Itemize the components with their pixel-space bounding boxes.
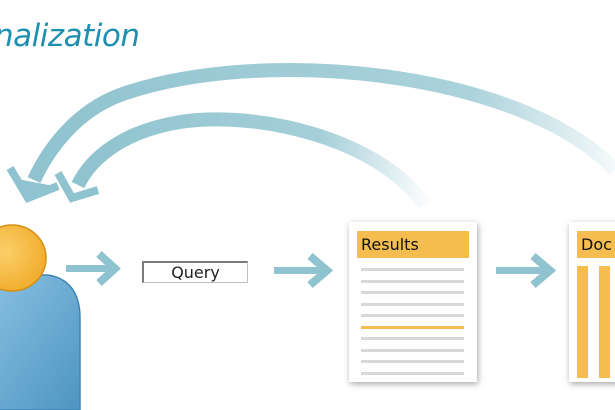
document-column	[577, 266, 588, 378]
curved-arrow-icon	[71, 112, 431, 210]
result-line	[361, 360, 464, 363]
results-document: Results	[349, 222, 477, 382]
result-line	[361, 279, 464, 283]
documents-card: Doc	[569, 222, 615, 382]
curved-arrow-icon	[27, 63, 615, 184]
result-line	[361, 348, 464, 352]
right-arrow-icon	[274, 252, 334, 289]
result-line	[361, 302, 464, 306]
result-line	[361, 371, 464, 375]
result-line	[361, 268, 464, 271]
result-line	[361, 291, 464, 294]
feedback-arrow-inner	[54, 112, 431, 210]
user-icon	[0, 224, 81, 410]
document-column	[599, 266, 610, 378]
result-line	[361, 314, 464, 317]
feedback-arrow-outer	[6, 63, 615, 203]
right-arrow-icon	[496, 252, 557, 289]
results-header: Results	[357, 231, 469, 258]
documents-header: Doc	[577, 231, 615, 258]
result-line	[361, 337, 464, 340]
query-box: Query	[142, 261, 248, 283]
chevron-icon	[6, 165, 60, 203]
chevron-icon	[54, 171, 100, 203]
page-title: nalization	[0, 18, 140, 54]
right-arrow-icon	[66, 251, 121, 286]
result-line-highlight	[361, 325, 464, 329]
